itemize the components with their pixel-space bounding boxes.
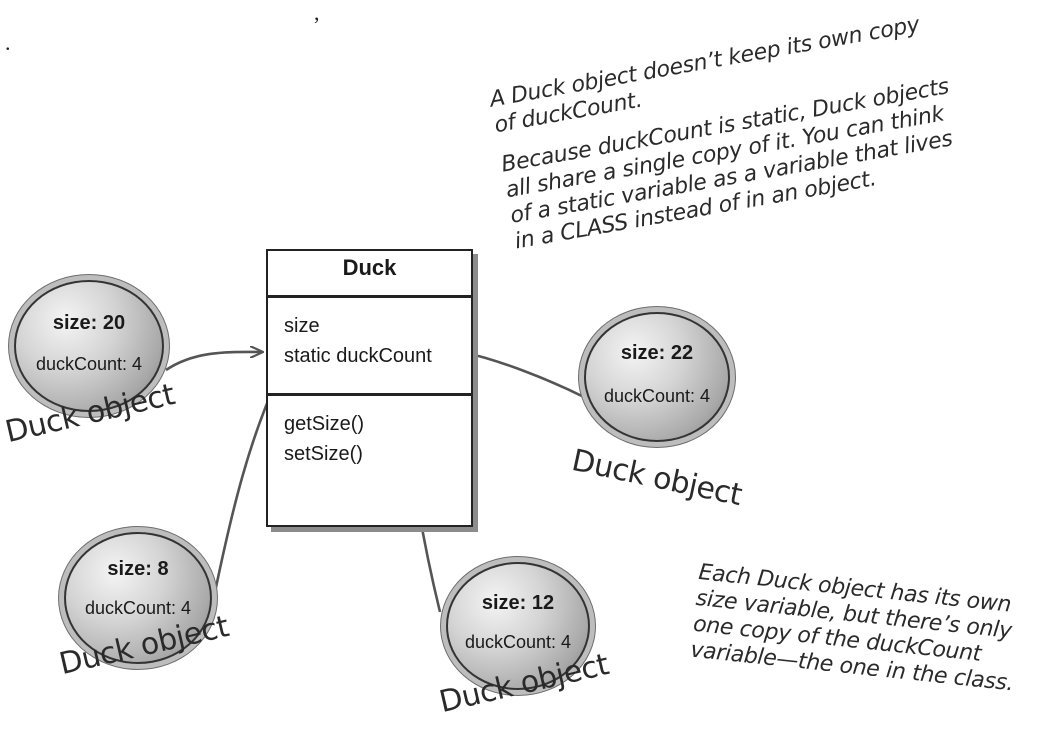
- object-duckcount-value: duckCount: 4: [464, 632, 572, 652]
- object-duckcount-value: duckCount: 4: [84, 598, 192, 618]
- method-getsize: getSize(): [284, 413, 365, 435]
- object-size-value: size: 20: [52, 312, 126, 334]
- static-explanation-note: A Duck object doesn’t keep its own copy …: [488, 9, 964, 255]
- duck-object-sphere: size: 12 duckCount: 4: [446, 562, 590, 690]
- arrow-from-duck-22: [462, 352, 587, 400]
- arrow-from-duck-20: [165, 352, 262, 372]
- duck-object-sphere: size: 20 duckCount: 4: [14, 280, 164, 412]
- fields-divider: [268, 393, 471, 396]
- method-setsize: setSize(): [284, 443, 363, 465]
- field-static-duckcount: static duckCount: [284, 345, 432, 367]
- shared-variable-note: Each Duck object has its own size variab…: [689, 560, 1023, 697]
- class-name: Duck: [342, 255, 397, 280]
- class-name-divider: [268, 295, 471, 298]
- duck-class-box: Duck size static duckCount getSize() set…: [266, 249, 473, 527]
- object-size-value: size: 22: [620, 342, 694, 364]
- duck-object-label: Duck object: [568, 443, 745, 514]
- object-duckcount-value: duckCount: 4: [603, 386, 711, 406]
- duck-object-sphere: size: 22 duckCount: 4: [584, 312, 730, 442]
- object-size-value: size: 8: [107, 558, 169, 580]
- duck-object-sphere: size: 8 duckCount: 4: [64, 532, 212, 664]
- field-size: size: [284, 315, 320, 337]
- stray-dot-mark: .: [5, 30, 11, 55]
- object-duckcount-value: duckCount: 4: [35, 354, 143, 374]
- stray-comma-mark: ,: [314, 0, 320, 25]
- object-size-value: size: 12: [481, 592, 555, 614]
